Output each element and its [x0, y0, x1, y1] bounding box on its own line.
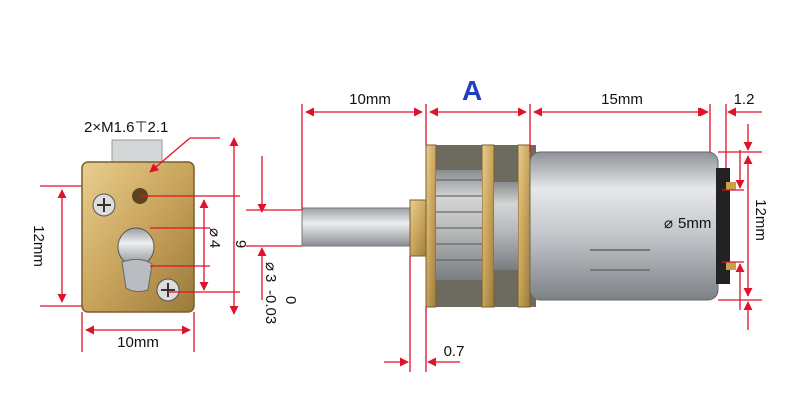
- svg-text:⌀: ⌀: [664, 215, 673, 232]
- shaft-tol-lower: -0.03: [262, 290, 279, 324]
- terminal-bottom: [726, 262, 736, 270]
- gear-stack-a: [436, 170, 482, 280]
- shaft-tol-upper: 0: [282, 296, 299, 304]
- front-view: [81, 139, 195, 313]
- front-width-label: 10mm: [117, 334, 159, 351]
- shaft-diameter-dimension: [246, 156, 302, 300]
- boss-diameter-label: 5mm: [678, 215, 711, 232]
- plate-thickness-label: 0.7: [444, 343, 465, 360]
- screw-spec-label: 2×M1.6⊤2.1: [84, 119, 168, 136]
- motor-height-label: 12mm: [752, 199, 769, 241]
- gear-plate-2: [481, 144, 495, 308]
- gear-plate-1: [425, 144, 437, 308]
- front-view-dimensions: [40, 137, 240, 352]
- side-view: [301, 144, 736, 308]
- gear-stack-b: [494, 182, 518, 270]
- svg-text:⌀: ⌀: [206, 228, 223, 237]
- side-view-dimensions: [301, 104, 762, 372]
- shaft-bushing: [409, 199, 429, 257]
- shaft-length-label: 10mm: [349, 91, 391, 108]
- d-shaft-end: [121, 258, 153, 293]
- shaft-diameter-label: 3: [262, 274, 279, 282]
- rear-cap-label: 1.2: [734, 91, 755, 108]
- terminal-top: [726, 182, 736, 190]
- gear-plate-3: [517, 144, 531, 308]
- motor-length-label: 15mm: [601, 91, 643, 108]
- hole-spacing-label: 9: [232, 240, 249, 248]
- section-marker: A: [462, 75, 482, 106]
- output-shaft: [301, 207, 415, 247]
- front-height-label: 12mm: [30, 225, 47, 267]
- shaft-offset-label: 4: [206, 240, 223, 248]
- rear-end-cap: [716, 168, 730, 284]
- svg-text:⌀: ⌀: [262, 262, 279, 271]
